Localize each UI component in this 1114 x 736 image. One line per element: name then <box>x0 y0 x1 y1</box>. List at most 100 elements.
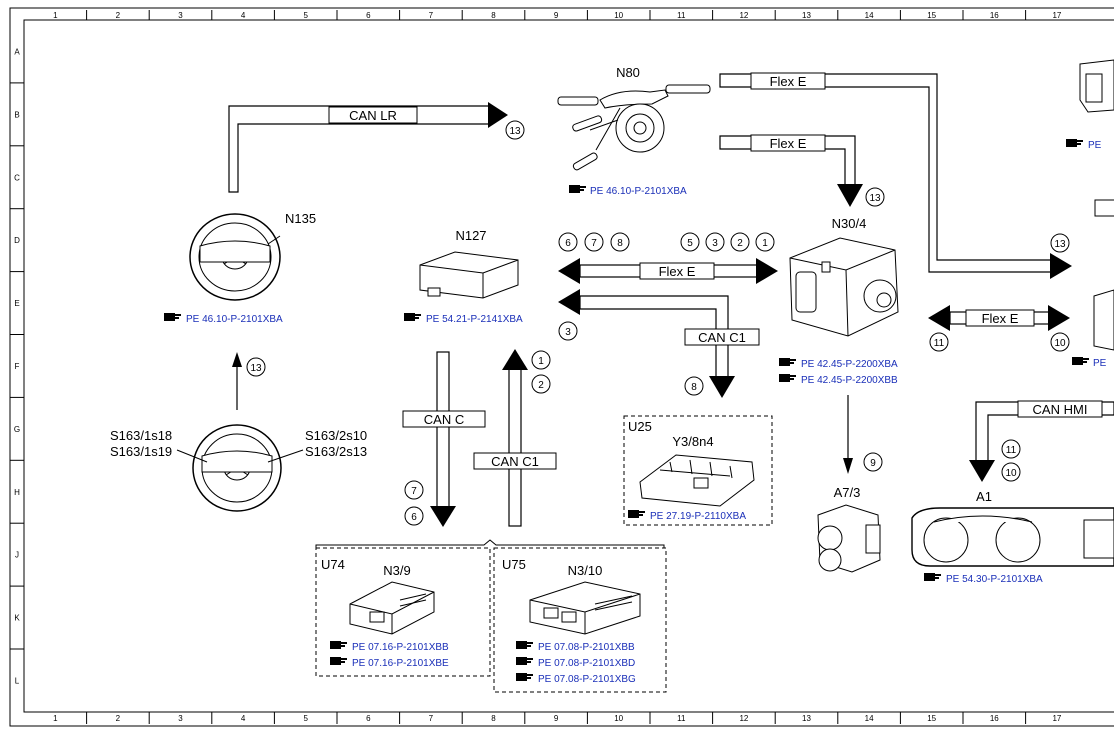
edge-ref-2[interactable]: PE <box>1093 358 1107 369</box>
circle-3a: 3 <box>705 232 725 252</box>
edge-component-mid-right <box>1093 289 1114 351</box>
grid-col-bottom: 12 <box>739 714 748 723</box>
n80-steering-column-switch <box>557 84 711 171</box>
n127-module <box>419 251 519 299</box>
grid-row-left: C <box>14 173 20 182</box>
s163-1s19-label: S163/1s19 <box>110 444 172 459</box>
y3-8n4-label: Y3/8n4 <box>672 434 713 449</box>
n30-4-ref-2[interactable]: PE 42.45-P-2200XBB <box>801 375 898 386</box>
flex-e-bidirectional-line: Flex E <box>558 258 778 284</box>
grid-col-bottom: 15 <box>927 714 936 723</box>
can-c1-line-right: CAN C1 <box>558 289 760 398</box>
grid-row-left: G <box>14 425 20 434</box>
svg-text:2: 2 <box>737 238 743 249</box>
n30-to-a7-line <box>843 395 853 474</box>
s163-steering-wheel <box>176 424 304 512</box>
n80-ref[interactable]: PE 46.10-P-2101XBA <box>590 186 687 197</box>
svg-text:1: 1 <box>762 238 768 249</box>
edge-ref-1[interactable]: PE <box>1088 140 1102 151</box>
svg-text:11: 11 <box>1006 445 1017 456</box>
u74-ref-1[interactable]: PE 07.16-P-2101XBB <box>352 642 449 653</box>
n135-steering-wheel <box>189 213 281 301</box>
a7-3-unit <box>817 504 881 573</box>
flex-e-box-1 <box>750 72 826 90</box>
u75-ref-2[interactable]: PE 07.08-P-2101XBD <box>538 658 635 669</box>
u74-group-box <box>315 547 491 677</box>
s163-2s13-label: S163/2s13 <box>305 444 367 459</box>
edge-component-top-right <box>1079 59 1114 113</box>
n30-4-ref-1[interactable]: PE 42.45-P-2200XBA <box>801 359 898 370</box>
n127-ref[interactable]: PE 54.21-P-2141XBA <box>426 314 523 325</box>
circle-13-top: 13 <box>505 120 525 140</box>
circle-10a: 10 <box>1050 332 1070 352</box>
svg-text:7: 7 <box>591 238 597 249</box>
n3-10-ecu <box>529 581 641 635</box>
flex-e-label-2: Flex E <box>770 136 807 151</box>
s163-2s10-label: S163/2s10 <box>305 428 367 443</box>
can-c-label: CAN C <box>424 412 464 427</box>
flex-e-n30-line: Flex E <box>719 134 863 207</box>
grid-col-bottom: 16 <box>990 714 999 723</box>
circle-2a: 2 <box>730 232 750 252</box>
grid-col-top: 4 <box>241 11 246 20</box>
flex-e-box-3 <box>639 262 715 280</box>
circle-3b: 3 <box>558 321 578 341</box>
can-hmi-box <box>1017 400 1103 418</box>
svg-text:11: 11 <box>934 338 945 349</box>
n135-ref[interactable]: PE 46.10-P-2101XBA <box>186 314 283 325</box>
circle-13-n30: 13 <box>865 187 885 207</box>
n80-ref-icon <box>569 185 586 193</box>
a1-ref[interactable]: PE 54.30-P-2101XBA <box>946 574 1043 585</box>
u74-ref-2[interactable]: PE 07.16-P-2101XBE <box>352 658 449 669</box>
u75-ref-3[interactable]: PE 07.08-P-2101XBG <box>538 674 636 685</box>
grid-col-bottom: 7 <box>429 714 434 723</box>
n3-10-label: N3/10 <box>568 563 603 578</box>
n30-4-ref-icon-1 <box>779 358 796 366</box>
grid-col-top: 17 <box>1052 11 1061 20</box>
svg-text:8: 8 <box>617 238 623 249</box>
a1-label: A1 <box>976 489 992 504</box>
grid-col-bottom: 5 <box>303 714 308 723</box>
u75-ref-1[interactable]: PE 07.08-P-2101XBB <box>538 642 635 653</box>
grid-row-left: A <box>14 47 20 56</box>
grid-col-top: 7 <box>429 11 434 20</box>
flex-e-box-4 <box>965 309 1035 327</box>
n30-4-esp-unit <box>789 237 899 337</box>
grid-col-bottom: 6 <box>366 714 371 723</box>
grid-col-top: 16 <box>990 11 999 20</box>
grid-row-left: H <box>14 488 20 497</box>
u74-label: U74 <box>321 557 345 572</box>
circle-8: 8 <box>610 232 630 252</box>
svg-text:10: 10 <box>1005 468 1017 479</box>
circle-6: 6 <box>558 232 578 252</box>
grid-col-bottom: 4 <box>241 714 246 723</box>
u25-ref[interactable]: PE 27.19-P-2110XBA <box>650 511 746 522</box>
circle-8b: 8 <box>684 376 704 396</box>
can-c-line: CAN C <box>402 351 486 527</box>
svg-text:3: 3 <box>565 327 571 338</box>
up-arrow-to-n135 <box>232 352 242 410</box>
grid-col-bottom: 13 <box>802 714 811 723</box>
n3-9-label: N3/9 <box>383 563 410 578</box>
grid-col-top: 15 <box>927 11 936 20</box>
grid-col-top: 1 <box>53 11 58 20</box>
u75-ref-icon-1 <box>516 641 533 649</box>
grid-col-top: 11 <box>677 11 686 20</box>
can-c-box <box>402 410 486 428</box>
can-c1-label-1: CAN C1 <box>698 330 746 345</box>
grid-col-top: 3 <box>178 11 183 20</box>
inner-frame <box>23 19 1114 713</box>
svg-text:2: 2 <box>538 380 544 391</box>
circle-13-right: 13 <box>1050 233 1070 253</box>
flex-e-top-line: Flex E <box>719 72 1072 279</box>
can-c1-line-vertical: CAN C1 <box>473 349 557 527</box>
n135-label: N135 <box>285 211 316 226</box>
a7-3-label: A7/3 <box>834 485 861 500</box>
grid-row-left: B <box>14 110 19 119</box>
u25-ref-icon <box>628 510 645 518</box>
circle-1a: 1 <box>755 232 775 252</box>
